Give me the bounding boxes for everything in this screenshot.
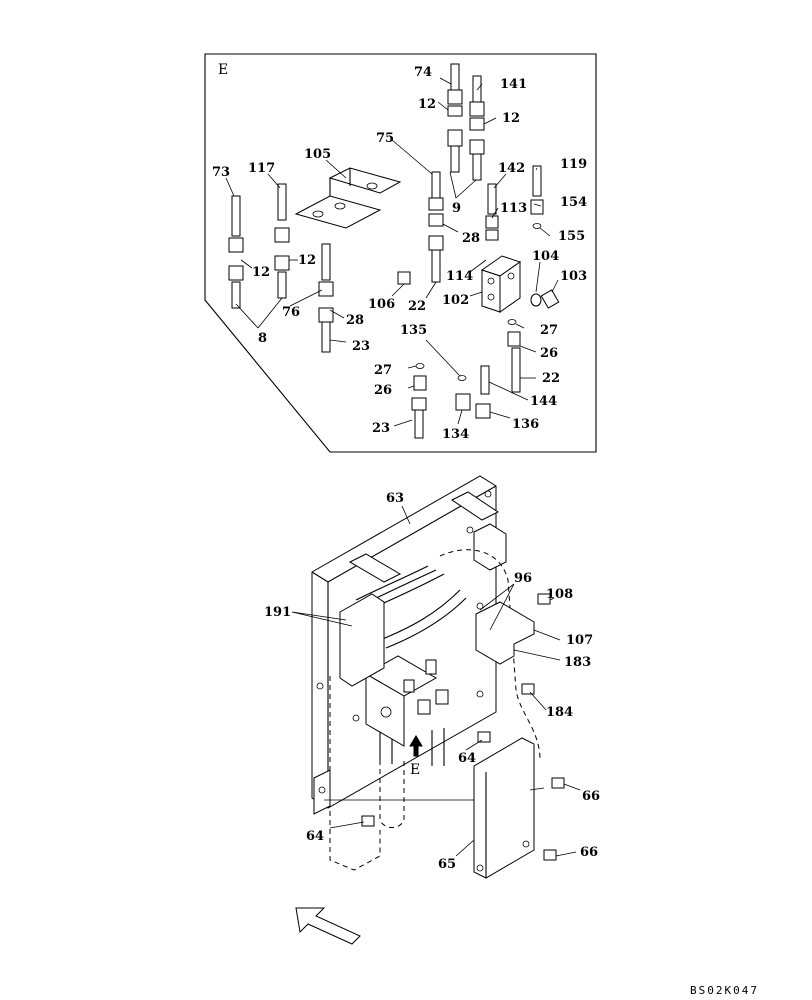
- bolt-66-upper: [551, 777, 565, 789]
- callout-28: 28: [346, 313, 364, 328]
- valve-block: [339, 593, 449, 747]
- callout-12: 12: [252, 265, 270, 280]
- callout-96: 96: [514, 571, 532, 586]
- callout-74: 74: [414, 65, 432, 80]
- detail-view-e: E: [204, 53, 597, 453]
- callout-113: 113: [500, 201, 527, 216]
- callout-136: 136: [512, 417, 539, 432]
- bolt-64-right: [477, 731, 491, 743]
- callout-144: 144: [530, 394, 557, 409]
- assembly-view: E: [264, 475, 600, 945]
- callout-26: 26: [540, 346, 558, 361]
- callout-107: 107: [566, 633, 593, 648]
- callout-26: 26: [374, 383, 392, 398]
- bracket-105: [294, 167, 402, 229]
- callout-119: 119: [560, 157, 587, 172]
- callout-135: 135: [400, 323, 427, 338]
- hose-lower-dashed-2: [379, 760, 405, 828]
- callout-12: 12: [418, 97, 436, 112]
- bracket-64-left: [313, 769, 331, 815]
- callout-191: 191: [264, 605, 291, 620]
- callout-8: 8: [258, 331, 267, 346]
- callout-22: 22: [542, 371, 560, 386]
- front-direction-arrow: [295, 907, 361, 945]
- bolt-66-lower: [543, 849, 557, 861]
- callout-141: 141: [500, 77, 527, 92]
- detail-leaders: [225, 77, 559, 427]
- callout-154: 154: [560, 195, 587, 210]
- callout-27: 27: [540, 323, 558, 338]
- bolt-108: [537, 593, 551, 605]
- document-code: BS02K047: [690, 984, 759, 997]
- callout-12: 12: [502, 111, 520, 126]
- detail-callouts: 74 141 12 12 75 105 73 117 9 142 119 113…: [212, 65, 587, 442]
- bolts: [361, 593, 565, 861]
- callout-65: 65: [438, 857, 456, 872]
- callout-66: 66: [582, 789, 600, 804]
- callout-114: 114: [446, 269, 473, 284]
- callout-76: 76: [282, 305, 300, 320]
- cover-65: [473, 737, 535, 879]
- callout-28: 28: [462, 231, 480, 246]
- view-marker-e: E: [410, 762, 420, 778]
- callout-117: 117: [248, 161, 275, 176]
- detail-view-frame: [204, 53, 597, 453]
- detail-view-letter: E: [218, 62, 228, 78]
- callout-63: 63: [386, 491, 404, 506]
- callout-73: 73: [212, 165, 230, 180]
- callout-142: 142: [498, 161, 525, 176]
- assembly-callouts: 63 96 108 191 107 183 184 64 66 64 65 66: [264, 491, 600, 872]
- pipe-fittings: [228, 63, 560, 439]
- callout-9: 9: [452, 201, 461, 216]
- callout-105: 105: [304, 147, 331, 162]
- hose-routing-dashed: [439, 549, 541, 761]
- callout-27: 27: [374, 363, 392, 378]
- callout-106: 106: [368, 297, 395, 312]
- assembly-leaders: [291, 505, 581, 857]
- callout-183: 183: [564, 655, 591, 670]
- bracket-top-right: [451, 491, 499, 521]
- bolt-64-lower: [361, 815, 375, 827]
- callout-155: 155: [558, 229, 585, 244]
- callout-66: 66: [580, 845, 598, 860]
- callout-64: 64: [306, 829, 324, 844]
- callout-108: 108: [546, 587, 573, 602]
- callout-23: 23: [352, 339, 370, 354]
- callout-184: 184: [546, 705, 573, 720]
- callout-104: 104: [532, 249, 559, 264]
- callout-23: 23: [372, 421, 390, 436]
- callout-102: 102: [442, 293, 469, 308]
- callout-64: 64: [458, 751, 476, 766]
- callout-75: 75: [376, 131, 394, 146]
- bracket-107: [475, 601, 535, 665]
- block-102: [480, 255, 522, 313]
- callout-22: 22: [408, 299, 426, 314]
- callout-134: 134: [442, 427, 469, 442]
- bracket-top-left: [348, 553, 402, 583]
- callout-103: 103: [560, 269, 587, 284]
- callout-12: 12: [298, 253, 316, 268]
- view-arrow-e: [409, 735, 423, 757]
- bolt-184: [521, 683, 535, 695]
- bracket-right: [473, 523, 507, 571]
- hose-lower-dashed: [329, 676, 381, 871]
